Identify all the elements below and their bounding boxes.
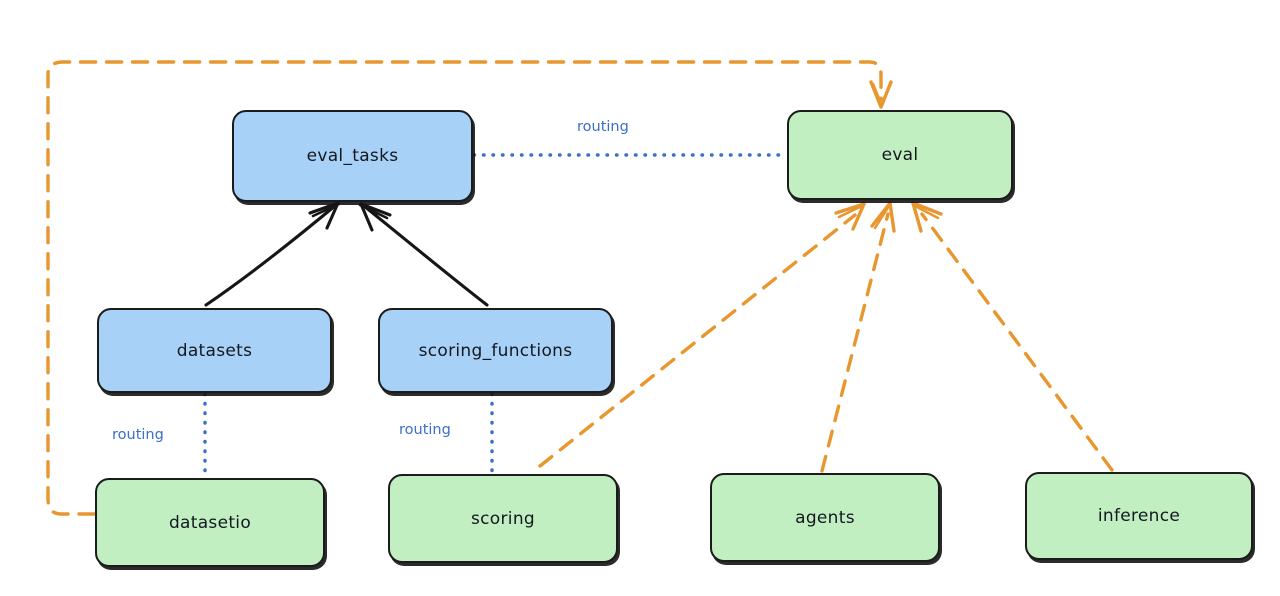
node-datasetio[interactable]: datasetio <box>95 478 325 567</box>
edge-label-routing-eval_tasks-eval: routing <box>577 119 629 135</box>
node-label-agents: agents <box>795 507 855 528</box>
node-eval[interactable]: eval <box>787 110 1013 200</box>
node-label-datasetio: datasetio <box>168 512 252 533</box>
node-label-datasets: datasets <box>176 340 253 361</box>
node-inference[interactable]: inference <box>1025 472 1253 560</box>
edge-scoring_functions-to-eval_tasks <box>358 202 489 307</box>
node-label-scoring_functions: scoring_functions <box>418 340 573 361</box>
edge-label-routing-datasets-datasetio: routing <box>112 427 164 443</box>
node-label-inference: inference <box>1097 506 1181 526</box>
edge-inference-to-eval-provider <box>911 201 1114 472</box>
node-eval_tasks[interactable]: eval_tasks <box>232 110 473 202</box>
node-scoring[interactable]: scoring <box>388 474 618 563</box>
edge-datasets-to-eval_tasks <box>204 201 341 307</box>
node-scoring_functions[interactable]: scoring_functions <box>378 308 613 393</box>
node-datasets[interactable]: datasets <box>97 308 332 393</box>
node-agents[interactable]: agents <box>710 473 940 562</box>
node-label-eval: eval <box>881 145 919 165</box>
edge-datasetio-to-eval-provider <box>46 60 893 516</box>
edge-scoring-to-eval-provider <box>538 202 866 468</box>
node-label-eval_tasks: eval_tasks <box>306 146 399 166</box>
edge-label-routing-scoring_functions-scoring: routing <box>399 422 451 438</box>
edge-agents-to-eval-provider <box>820 201 896 473</box>
node-label-scoring: scoring <box>471 508 535 529</box>
